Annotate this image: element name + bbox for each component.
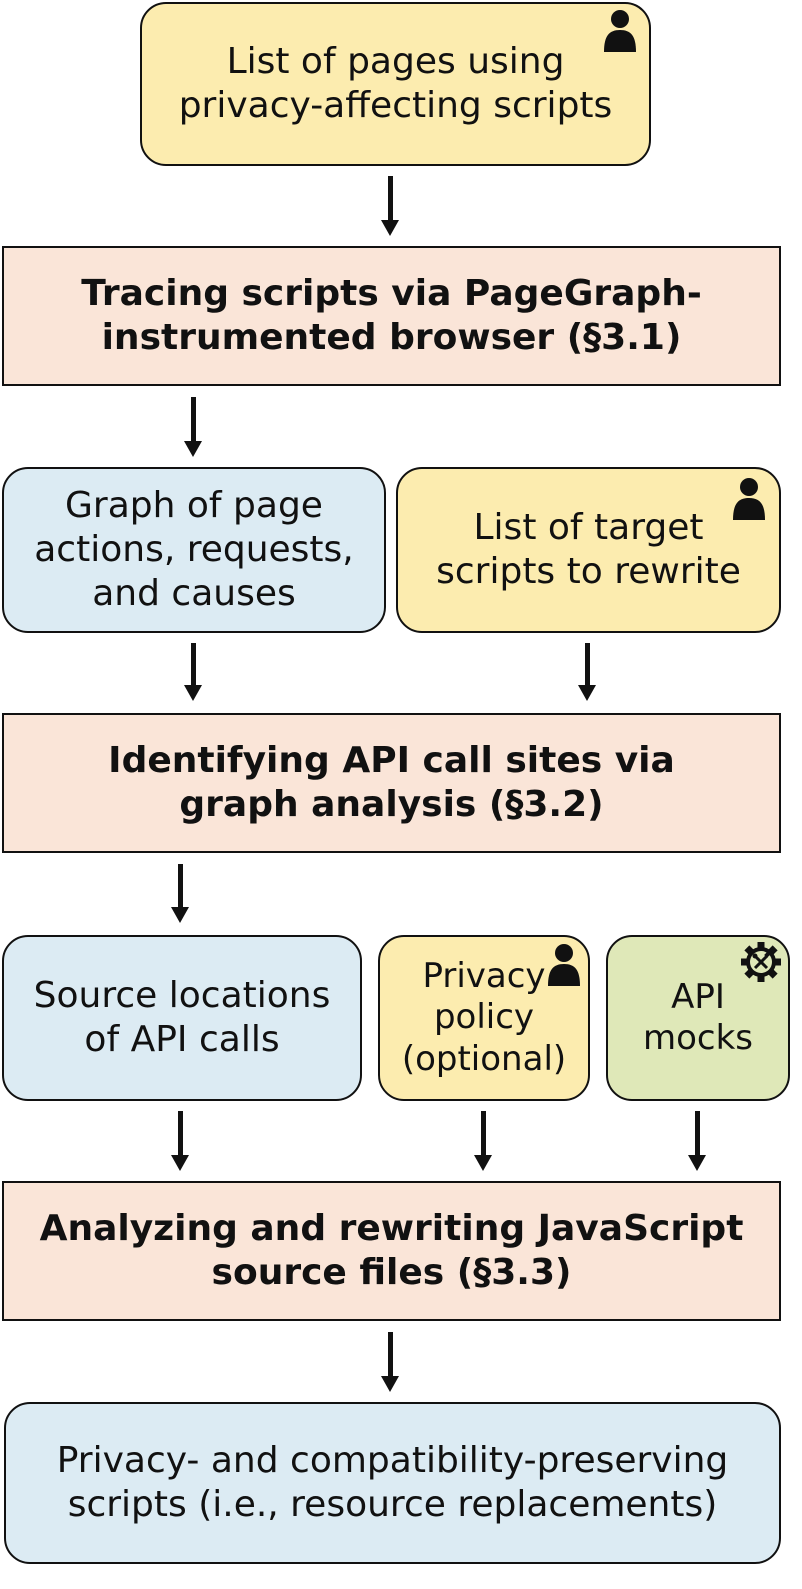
step-tracing-line-2: instrumented browser (§3.1) — [101, 317, 682, 358]
arrow-3 — [184, 643, 202, 701]
step-tracing-node: Tracing scripts via PageGraph- instrumen… — [2, 246, 781, 386]
arrow-2 — [184, 397, 202, 457]
input-pages-line-2: privacy-affecting scripts — [178, 85, 613, 126]
source-locations-line-2: of API calls — [84, 1019, 280, 1060]
arrow-7 — [474, 1111, 492, 1171]
source-locations-node: Source locations of API calls — [2, 935, 362, 1101]
privacy-policy-line-1: Privacy — [422, 955, 546, 996]
step-rewriting-line-2: source files (§3.3) — [211, 1252, 572, 1293]
arrow-5 — [171, 864, 189, 923]
privacy-policy-line-2: policy — [433, 997, 535, 1038]
input-pages-node: List of pages using privacy-affecting sc… — [140, 2, 651, 166]
graph-output-line-2: actions, requests, — [34, 529, 354, 571]
step-tracing-line-1: Tracing scripts via PageGraph- — [81, 273, 702, 315]
privacy-policy-line-3: (optional) — [401, 1038, 567, 1079]
arrow-6 — [171, 1111, 189, 1171]
final-output-line-1: Privacy- and compatibility-preserving — [56, 1440, 729, 1482]
api-mocks-line-2: mocks — [642, 1018, 754, 1058]
graph-output-node: Graph of page actions, requests, and cau… — [2, 467, 386, 633]
final-output-node: Privacy- and compatibility-preserving sc… — [4, 1402, 781, 1564]
person-icon — [548, 944, 580, 986]
step-identifying-node: Identifying API call sites via graph ana… — [2, 713, 781, 853]
target-scripts-line-2: scripts to rewrite — [436, 551, 741, 592]
graph-output-line-1: Graph of page — [65, 485, 323, 527]
privacy-policy-node: Privacy policy (optional) — [378, 935, 590, 1101]
final-output-line-2: scripts (i.e., resource replacements) — [67, 1484, 718, 1525]
target-scripts-node: List of target scripts to rewrite — [396, 467, 781, 633]
person-icon — [604, 10, 636, 52]
target-scripts-line-1: List of target — [473, 507, 704, 549]
source-locations-line-1: Source locations — [33, 975, 331, 1017]
gear-tools-icon — [741, 942, 781, 982]
graph-output-line-3: and causes — [92, 572, 296, 614]
step-rewriting-line-1: Analyzing and rewriting JavaScript — [39, 1208, 744, 1250]
step-identifying-line-1: Identifying API call sites via — [108, 740, 675, 782]
step-identifying-line-2: graph analysis (§3.2) — [179, 784, 604, 825]
step-rewriting-node: Analyzing and rewriting JavaScript sourc… — [2, 1181, 781, 1321]
input-pages-line-1: List of pages using — [226, 41, 565, 83]
arrow-1 — [381, 176, 399, 236]
arrow-9 — [381, 1332, 399, 1392]
arrow-8 — [688, 1111, 706, 1171]
api-mocks-line-1: API — [671, 976, 725, 1017]
person-icon — [733, 478, 765, 520]
arrow-4 — [578, 643, 596, 701]
